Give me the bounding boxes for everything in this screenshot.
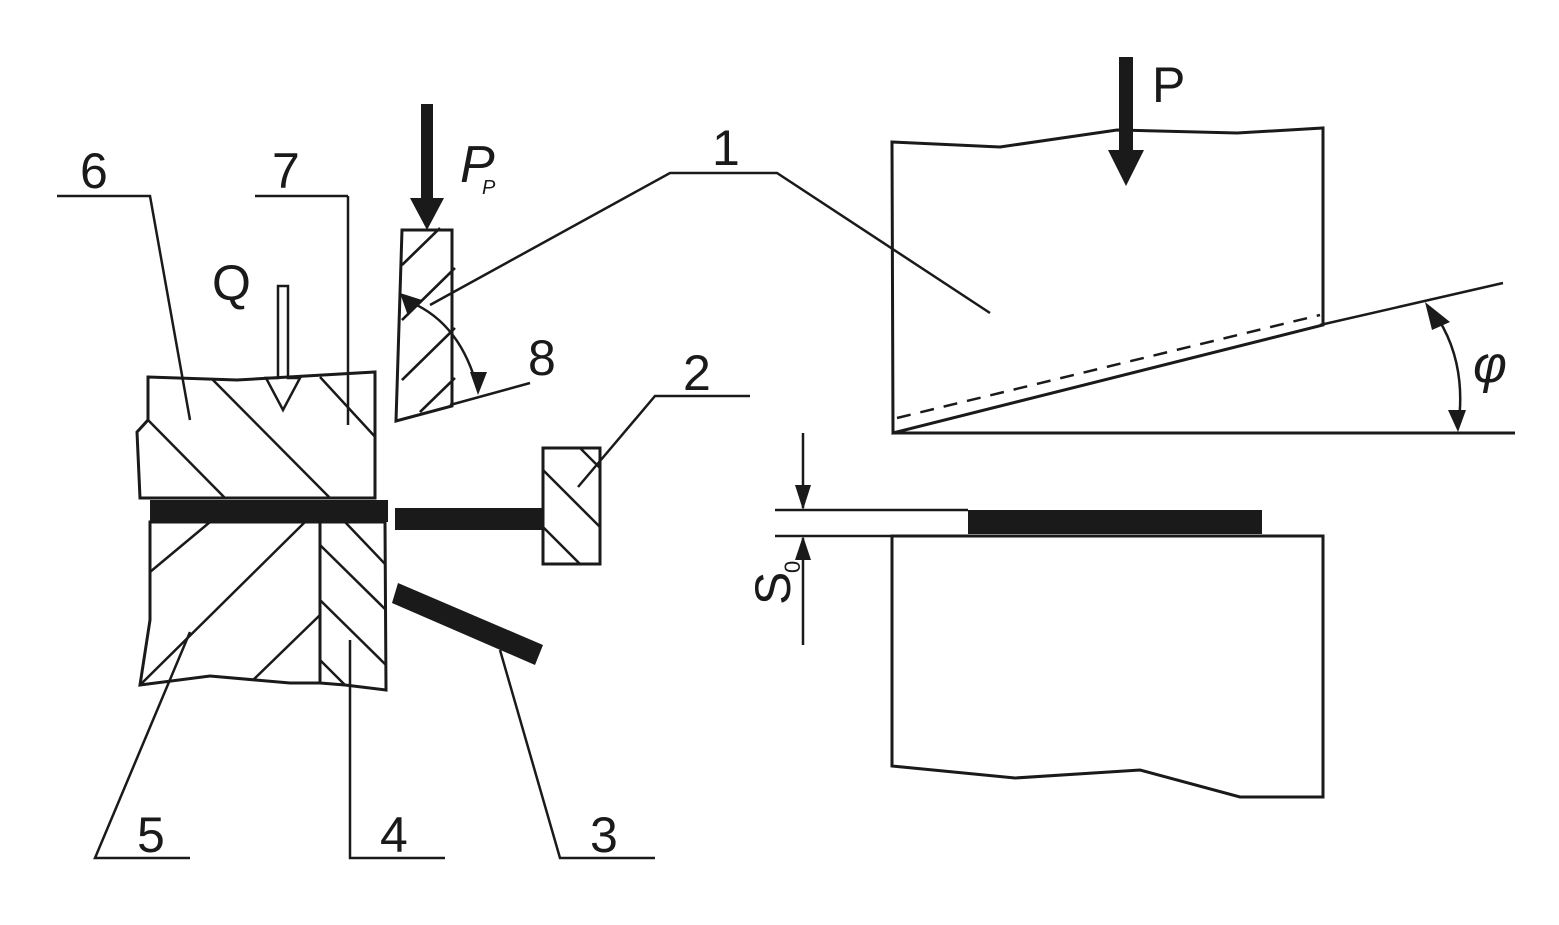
force-arrow-icon [410, 104, 444, 230]
force-arrow-icon [1108, 57, 1144, 186]
thickness-dimension [795, 433, 811, 645]
part-label-2: 2 [683, 345, 711, 401]
force-label-pp-subscript: P [482, 177, 496, 199]
part-label-8: 8 [528, 330, 556, 386]
upper-holder-block [135, 370, 377, 500]
upper-knife-blade [394, 227, 487, 423]
lower-knife-block [775, 508, 1325, 799]
angle-label-phi: φ [1473, 336, 1507, 394]
thickness-label-s: S [745, 572, 801, 605]
backstop-block [541, 446, 602, 566]
sheet-workpiece [150, 500, 543, 530]
hollow-arrow-icon [263, 284, 303, 413]
part-label-7: 7 [272, 143, 300, 199]
force-label-pp: P [460, 136, 495, 194]
part-label-1: 1 [712, 120, 740, 176]
part-label-5: 5 [137, 807, 165, 863]
part-label-6: 6 [80, 143, 108, 199]
force-label-q: Q [212, 255, 251, 311]
thickness-label: S 0 [745, 561, 805, 605]
thickness-label-subscript: 0 [780, 561, 805, 573]
upper-inclined-knife [890, 126, 1515, 435]
leader-lines [57, 171, 991, 860]
die-insert-block [318, 520, 388, 692]
part-label-3: 3 [590, 807, 618, 863]
force-label-p: P [1152, 57, 1185, 113]
lower-die-block [138, 520, 322, 687]
part-label-4: 4 [380, 807, 408, 863]
angle-arc [1425, 302, 1466, 432]
cut-strip [392, 583, 543, 665]
